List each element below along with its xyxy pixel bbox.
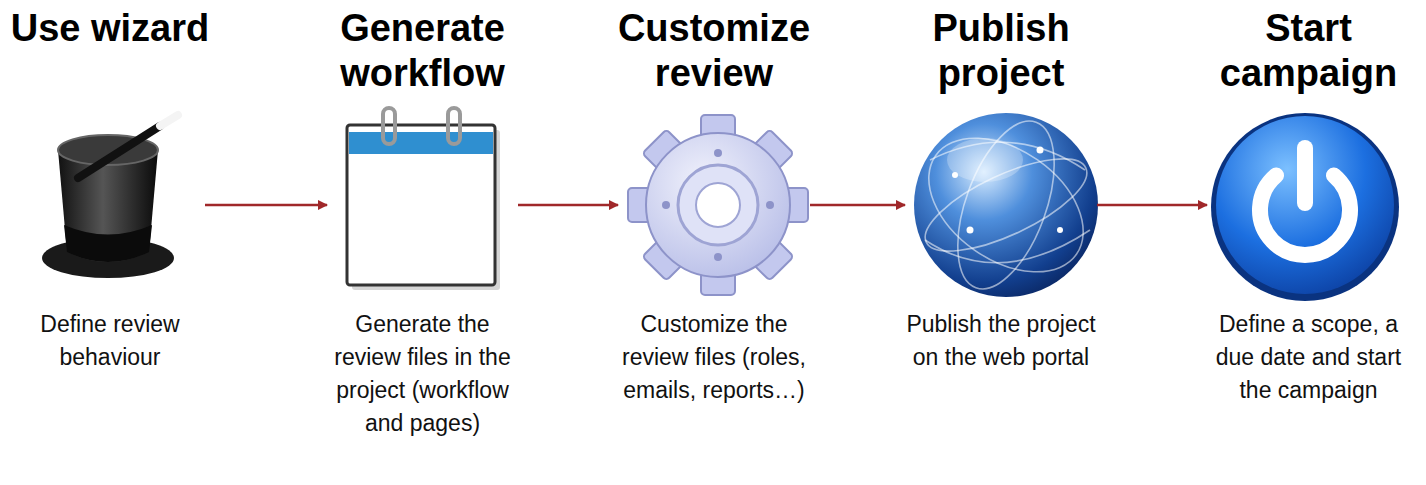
gear-bolt: [714, 149, 722, 157]
hat-icon: [42, 115, 178, 278]
calendar-page: [347, 125, 495, 285]
calendar-ring: [448, 108, 460, 144]
wand: [78, 126, 160, 178]
gear-bolt: [714, 253, 722, 261]
step-node: Customize reviewCustomize the review fil…: [618, 0, 810, 475]
step-title: Use wizard: [0, 6, 225, 51]
step-description: Publish the project on the web portal: [905, 308, 1097, 374]
step-title: Customize review: [598, 6, 830, 96]
step-title: Start campaign: [1187, 6, 1426, 96]
step-node: Publish projectPublish the project on th…: [905, 0, 1097, 475]
flow-arrow: [1097, 204, 1207, 207]
globe-dot: [1037, 147, 1044, 154]
flow-arrow: [518, 204, 618, 207]
step-node: Generate workflowGenerate the review fil…: [327, 0, 518, 475]
calendar-ring: [383, 108, 395, 144]
globe-orbit: [904, 111, 1108, 300]
step-description: Generate the review files in the project…: [327, 308, 518, 440]
calendar-header: [349, 132, 493, 154]
globe-line: [925, 230, 1090, 263]
step-description: Customize the review files (roles, email…: [618, 308, 810, 407]
wand-tip: [160, 115, 178, 126]
gear-hub: [678, 165, 758, 245]
gear-body: [646, 133, 790, 277]
power-rim: [1211, 113, 1399, 301]
power-icon: [1211, 113, 1399, 301]
hat-crown: [58, 150, 158, 262]
gear-bolt: [766, 201, 774, 209]
gear-hole: [696, 183, 740, 227]
globe-icon: [904, 109, 1108, 302]
flow-arrow: [205, 204, 327, 207]
step-node: Start campaignDefine a scope, a due date…: [1207, 0, 1410, 475]
gear-icon: [628, 115, 808, 295]
globe-dot: [967, 227, 974, 234]
hat-band: [64, 225, 152, 262]
globe-shine: [947, 138, 1023, 182]
calendar-icon: [347, 108, 500, 290]
step-description: Define review behaviour: [15, 308, 205, 374]
step-title: Generate workflow: [307, 6, 538, 96]
step-description: Define a scope, a due date and start the…: [1207, 308, 1410, 407]
gear-bolt: [662, 201, 670, 209]
globe-sphere: [914, 113, 1098, 297]
power-bar: [1297, 148, 1313, 203]
globe-orbit: [938, 109, 1073, 302]
flow-arrow: [810, 204, 905, 207]
step-title: Publish project: [885, 6, 1117, 96]
power-face: [1216, 116, 1394, 294]
step-node: Use wizardDefine review behaviour: [15, 0, 205, 475]
globe-dot: [1057, 227, 1063, 233]
